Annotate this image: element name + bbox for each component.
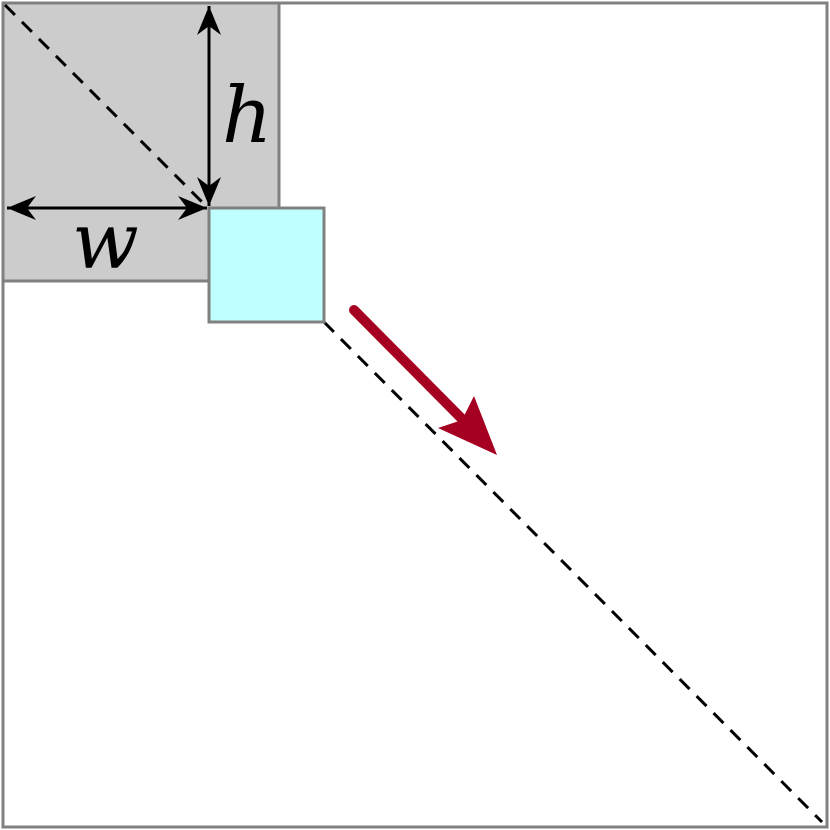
- width-dimension-arrow: [7, 196, 207, 220]
- direction-arrow: [349, 305, 497, 455]
- height-dimension-arrow: [197, 6, 221, 206]
- height-label: h: [222, 71, 272, 161]
- diagonal-dashed-line: [3, 3, 211, 211]
- diagonal-dashed-line-lower: [322, 320, 824, 824]
- cyan-patch: [207, 206, 326, 324]
- width-label: w: [72, 197, 139, 287]
